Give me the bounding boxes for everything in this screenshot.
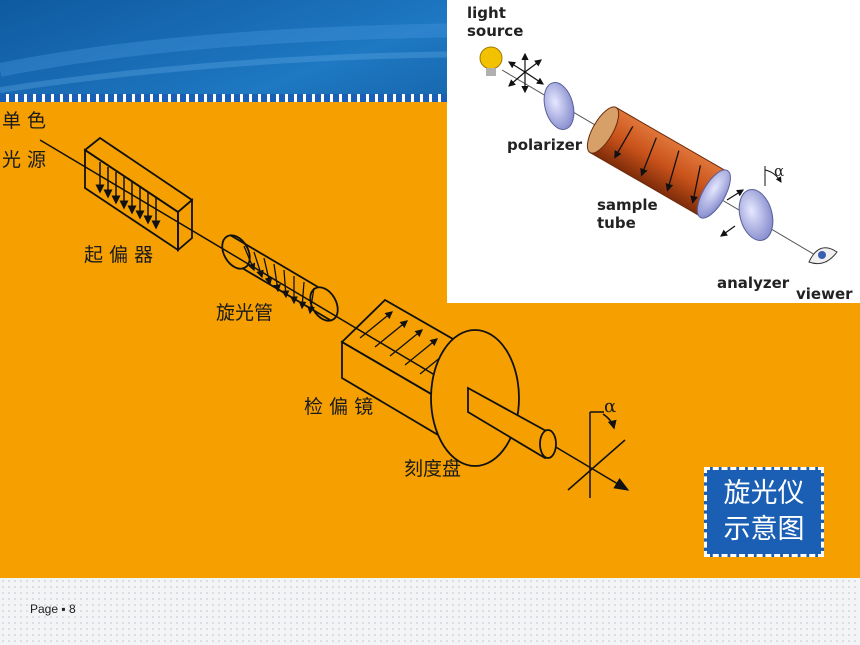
analyzer-label: 检 偏 镜 — [304, 396, 374, 418]
inset-polarizer-label: polarizer — [507, 136, 583, 154]
inset-viewer-label: viewer — [796, 285, 853, 303]
bulb-icon — [479, 46, 503, 76]
caption-box: 旋光仪 示意图 — [704, 467, 824, 557]
angle-symbol: α — [604, 396, 617, 417]
polarizer-box — [83, 136, 194, 252]
polarizer-label: 起 偏 器 — [84, 244, 154, 266]
caption-line-2: 示意图 — [723, 514, 805, 545]
polarizer-disc — [543, 82, 575, 130]
inset-analyzer-label: analyzer — [717, 274, 790, 292]
dashed-divider — [0, 94, 860, 102]
inset-drawing: light source polarizer sample tube analy… — [467, 4, 853, 303]
inset-angle-symbol: α — [774, 162, 784, 180]
light-rays-icon — [507, 52, 544, 94]
caption-line-1: 旋光仪 — [723, 478, 805, 509]
scale-dial — [430, 329, 557, 467]
inset-light-label-1: light — [467, 4, 506, 22]
tube-label: 旋光管 — [216, 302, 274, 324]
page-number: Page ▪ 8 — [30, 602, 76, 616]
eye-icon — [808, 247, 838, 265]
light-source-label-2: 光 源 — [2, 149, 47, 171]
sample-tube — [586, 106, 731, 219]
light-source-label-1: 单 色 — [2, 110, 47, 132]
inset-sample-label-1: sample — [597, 196, 658, 214]
inset-light-label-2: source — [467, 22, 523, 40]
dial-label: 刻度盘 — [404, 458, 462, 480]
inset-sample-label-2: tube — [597, 214, 636, 232]
viewer-crosshair — [567, 411, 626, 498]
analyzer-disc — [738, 189, 774, 241]
inset-illustration: light source polarizer sample tube analy… — [447, 0, 860, 303]
rotation-tube — [221, 234, 339, 322]
footer-band — [0, 578, 860, 645]
